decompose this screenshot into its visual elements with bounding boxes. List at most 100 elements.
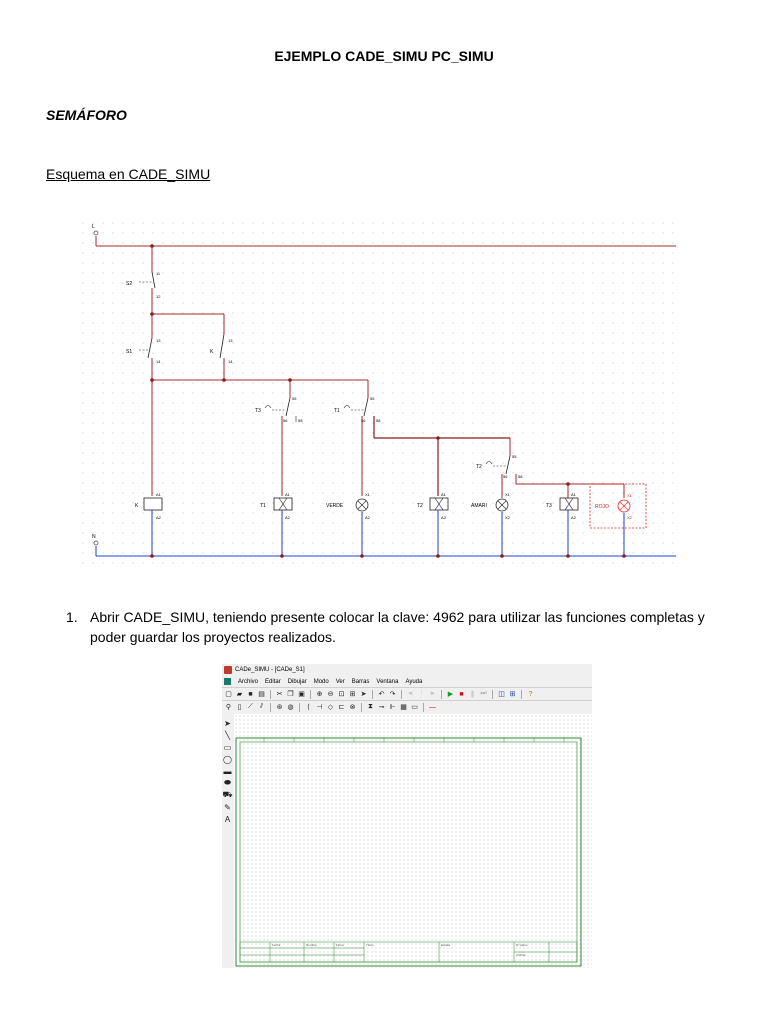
menu-ventana[interactable]: Ventana — [376, 678, 399, 685]
redo-icon[interactable]: ↷ — [389, 691, 396, 698]
brush-icon[interactable]: ✎ — [224, 802, 231, 812]
select-arrow-icon[interactable]: ➤ — [224, 718, 231, 728]
push-button-icon[interactable]: ⊣ — [316, 704, 323, 711]
svg-text:14: 14 — [228, 359, 233, 364]
svg-text:14: 14 — [156, 359, 161, 364]
menu-barras[interactable]: Barras — [351, 678, 370, 685]
components-toolbar: ⚲ ▯ ⟋ ⫽ ⊛ ◍ ⟨ ⊣ ◇ ⊏ ⊗ ⧗ ⊸ ⊩ ▦ ▭ — — [222, 700, 592, 713]
menu-ver[interactable]: Ver — [335, 678, 345, 685]
svg-text:T2: T2 — [476, 464, 482, 470]
svg-text:A1: A1 — [441, 492, 447, 497]
stop-icon[interactable]: ■ — [459, 690, 464, 698]
svg-text:X1: X1 — [627, 493, 633, 498]
page-title: EJEMPLO CADE_SIMU PC_SIMU — [274, 48, 494, 64]
svg-text:A2: A2 — [156, 515, 162, 520]
menu-editar[interactable]: Editar — [265, 678, 281, 685]
new-file-icon[interactable]: ▢ — [225, 691, 232, 698]
cut-icon[interactable]: ✂ — [276, 691, 283, 698]
terminal-icon[interactable]: ⊩ — [389, 704, 396, 711]
svg-text:A1: A1 — [156, 492, 162, 497]
transformer-icon[interactable]: ◍ — [287, 704, 294, 711]
align-left-icon[interactable]: ⫷ — [408, 690, 413, 697]
window-titlebar: CADe_SIMU - [CADe_S1] — [222, 664, 592, 676]
menu-ayuda[interactable]: Ayuda — [405, 678, 423, 685]
save-icon[interactable]: ■ — [248, 690, 253, 698]
filled-rectangle-icon[interactable]: ▬ — [223, 766, 232, 776]
svg-text:VERDE: VERDE — [326, 503, 344, 509]
window-icon[interactable]: ◫ — [498, 691, 505, 698]
svg-text:56: 56 — [361, 418, 366, 423]
menu-bar: Archivo Editar Dibujar Modo Ver Barras V… — [222, 676, 592, 687]
zoom-in-icon[interactable]: ⊕ — [316, 691, 323, 698]
svg-text:Escala: Escala — [441, 943, 450, 947]
svg-text:58: 58 — [518, 474, 523, 479]
connector-icon[interactable]: ⊸ — [378, 704, 385, 711]
svg-text:55: 55 — [512, 454, 517, 459]
svg-text:Fecha: Fecha — [272, 943, 281, 947]
wire-icon[interactable]: — — [429, 703, 436, 711]
svg-text:AMARI: AMARI — [471, 503, 487, 509]
step-icon[interactable]: ⏭ — [480, 690, 487, 697]
breaker-icon[interactable]: ⫽ — [259, 703, 264, 710]
sensor-icon[interactable]: ◇ — [327, 704, 334, 711]
junction-nodes — [150, 244, 626, 558]
zoom-all-icon[interactable]: ⊞ — [349, 691, 356, 698]
align-right-icon[interactable]: ⫸ — [430, 690, 435, 697]
step-number: 1. — [66, 609, 78, 625]
help-icon[interactable]: ? — [528, 690, 533, 698]
motor-icon[interactable]: ⊛ — [276, 704, 283, 711]
play-icon[interactable]: ▶ — [447, 691, 454, 698]
branch-t2: T2 A1 A2 — [417, 438, 449, 556]
svg-text:Título: Título — [366, 943, 374, 947]
paste-icon[interactable]: ▣ — [298, 691, 305, 698]
svg-text:12: 12 — [156, 294, 161, 299]
menu-archivo[interactable]: Archivo — [238, 678, 259, 685]
switch-icon[interactable]: ⟋ — [248, 703, 253, 710]
supply-icon[interactable]: ⚲ — [225, 704, 232, 711]
rectangle-icon[interactable]: ▭ — [223, 742, 232, 752]
zoom-window-icon[interactable]: ⊡ — [338, 691, 345, 698]
line-icon[interactable]: ╲ — [225, 730, 230, 740]
k-coil — [143, 497, 163, 511]
pointer-icon[interactable]: ➤ — [360, 691, 367, 698]
pause-icon[interactable]: ∥ — [470, 691, 475, 698]
svg-text:A1: A1 — [571, 492, 577, 497]
ellipse-icon[interactable]: ◯ — [223, 754, 232, 764]
grid-icon[interactable]: ⊞ — [509, 691, 516, 698]
timer-icon[interactable]: ⧗ — [368, 703, 373, 710]
svg-text:A2: A2 — [571, 515, 577, 520]
copy-icon[interactable]: ❐ — [287, 691, 294, 698]
document-icon[interactable] — [224, 678, 231, 685]
svg-text:X2: X2 — [627, 515, 633, 520]
menu-modo[interactable]: Modo — [313, 678, 329, 685]
svg-text:X1: X1 — [365, 492, 371, 497]
fill-bucket-icon[interactable]: ⛟ — [222, 790, 233, 799]
fuse-icon[interactable]: ▯ — [237, 704, 242, 711]
svg-text:11: 11 — [156, 271, 161, 276]
branch-rojo: T3 A1 A2 ROJO X1 X2 — [546, 483, 647, 556]
coil-icon[interactable]: ⊏ — [338, 704, 345, 711]
svg-text:A2: A2 — [365, 515, 371, 520]
menu-dibujar[interactable]: Dibujar — [287, 678, 307, 685]
filled-ellipse-icon[interactable]: ⬬ — [224, 778, 231, 787]
svg-text:Nº plano: Nº plano — [516, 943, 528, 947]
align-center-icon[interactable]: ⫶ — [420, 690, 423, 697]
lamp-icon[interactable]: ⊗ — [349, 704, 356, 711]
open-folder-icon[interactable]: ▰ — [236, 691, 243, 698]
svg-text:T1: T1 — [260, 503, 266, 509]
zoom-out-icon[interactable]: ⊖ — [327, 691, 334, 698]
contact-icon[interactable]: ⟨ — [307, 704, 310, 711]
neutral-label: N — [92, 534, 96, 540]
svg-text:55: 55 — [370, 396, 375, 401]
undo-icon[interactable]: ↶ — [378, 691, 385, 698]
plc-icon[interactable]: ▦ — [400, 704, 407, 711]
grid-background — [82, 222, 682, 568]
svg-text:K: K — [135, 503, 139, 509]
cable-icon[interactable]: ▭ — [411, 704, 418, 711]
subsection-heading: Esquema en CADE_SIMU — [46, 166, 211, 182]
print-icon[interactable]: ▤ — [258, 691, 265, 698]
text-tool-icon[interactable]: A — [224, 814, 231, 824]
drawing-canvas[interactable]: Fecha Nombre Firma Título Escala Nº plan… — [234, 714, 592, 968]
branch-t1: T3 55 56 58 T1 A1 A2 — [255, 380, 303, 556]
svg-text:Nombre: Nombre — [306, 943, 317, 947]
